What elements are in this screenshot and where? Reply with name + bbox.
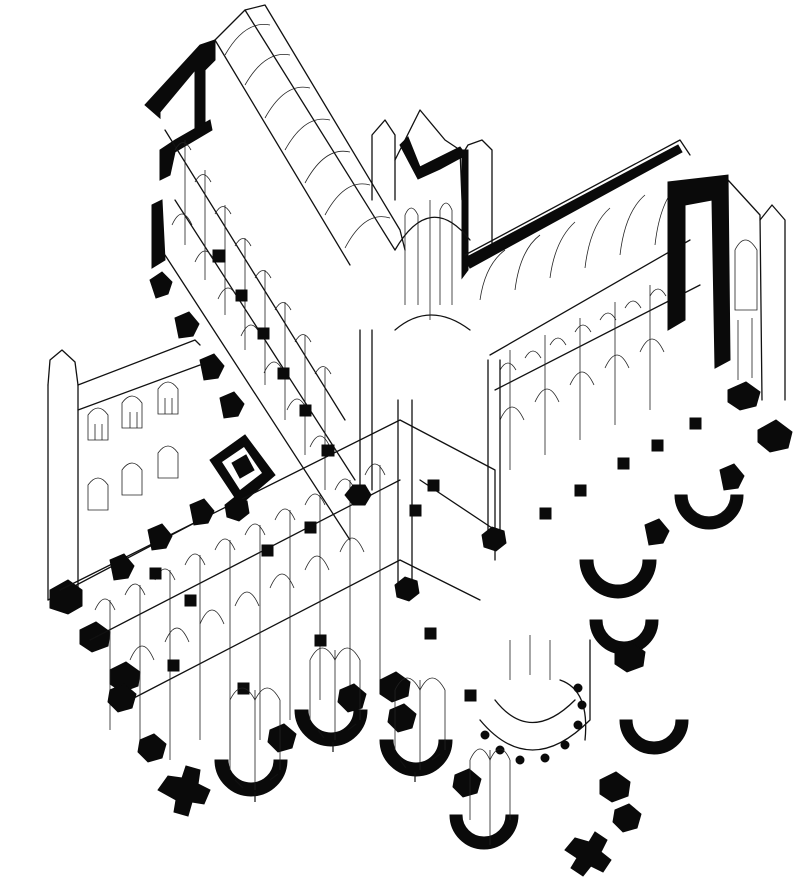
choir-ambulatory — [59, 329, 552, 760]
right-transept-wing — [464, 139, 793, 497]
lower-radiating-chapels — [107, 647, 642, 877]
apse-hemicycle — [479, 635, 591, 765]
right-radiating-chapels — [579, 494, 744, 803]
left-transept-facade — [47, 339, 201, 693]
crossing-tower — [371, 109, 493, 331]
left-nave-wing — [144, 4, 406, 541]
